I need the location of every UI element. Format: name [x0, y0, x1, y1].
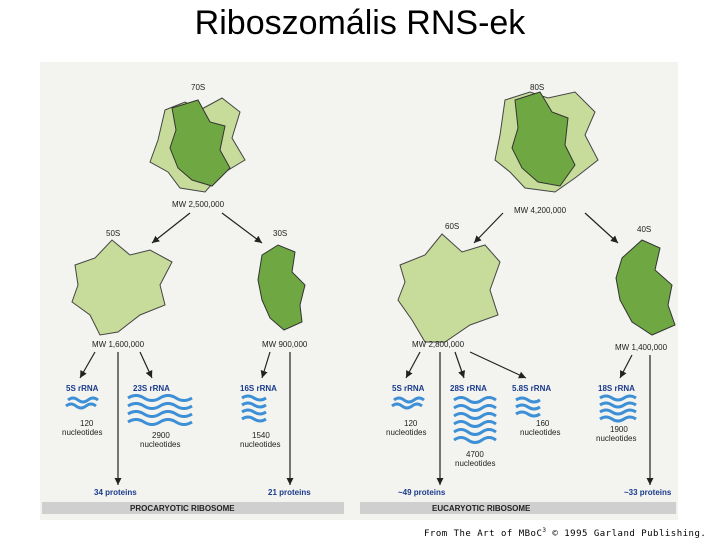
arrow-to-60s	[473, 212, 504, 244]
rrna-5s-euk-nt: 120	[404, 419, 418, 428]
ribosome-40s-shape	[615, 239, 676, 336]
rrna-23s-squiggle	[127, 394, 193, 426]
rrna-28s-nt-unit: nucleotides	[455, 459, 495, 468]
rrna-28s-nt: 4700	[466, 450, 484, 459]
arrow-to-50s	[151, 212, 191, 244]
arrow-to-30s	[221, 212, 263, 244]
credit-text: From The Art of MBoC	[424, 529, 543, 539]
rrna-18s-nt-unit: nucleotides	[596, 434, 636, 443]
ribosome-80s-shape	[494, 91, 599, 193]
prokaryote-section: 70S MW 2,500,000 50S MW 1,600,000 30S MW…	[42, 83, 344, 514]
pro-bar	[42, 502, 344, 514]
mw-30s: MW 900,000	[262, 340, 308, 349]
euk-bar-label: EUCARYOTIC RIBOSOME	[432, 504, 531, 513]
page-title: Riboszomális RNS-ek	[194, 4, 526, 42]
rrna-16s-squiggle	[241, 394, 267, 423]
label-70s: 70S	[191, 83, 205, 92]
rrna-28s-label: 28S rRNA	[450, 384, 487, 393]
rrna-5s-euk-label: 5S rRNA	[392, 384, 425, 393]
credit-text-2: © 1995 Garland Publishing.	[546, 529, 707, 539]
mw-40s: MW 1,400,000	[615, 343, 668, 352]
label-40s: 40S	[637, 225, 651, 234]
rrna-5s-pro-nt-unit: nucleotides	[62, 428, 102, 437]
rrna-28s-squiggle	[453, 396, 497, 444]
rrna-5s-pro-nt: 120	[80, 419, 94, 428]
rrna-5s-euk-nt-unit: nucleotides	[386, 428, 426, 437]
rrna-18s-nt: 1900	[610, 425, 628, 434]
rrna-5s-pro-label: 5S rRNA	[66, 384, 99, 393]
arrow-16s	[260, 351, 271, 379]
pro-large-proteins: 34 proteins	[94, 488, 137, 497]
arrow-to-40s	[584, 212, 619, 244]
euk-bar	[360, 502, 676, 514]
ribosome-30s-shape	[257, 244, 306, 331]
pro-small-proteins: 21 proteins	[268, 488, 311, 497]
rrna-18s-squiggle	[599, 394, 637, 423]
mw-70s: MW 2,500,000	[172, 200, 225, 209]
arrow-5s-euk	[405, 351, 421, 379]
mw-60s: MW 2,800,000	[412, 340, 465, 349]
rrna-5-8s-nt: 160	[536, 419, 550, 428]
rrna-23s-nt: 2900	[152, 431, 170, 440]
mw-80s: MW 4,200,000	[514, 206, 567, 215]
label-30s: 30S	[273, 229, 287, 238]
credit-sup: 3	[542, 527, 547, 534]
label-80s: 80S	[530, 83, 544, 92]
pro-bar-label: PROCARYOTIC RIBOSOME	[130, 504, 235, 513]
copyright-credit: From The Art of MBoC3 © 1995 Garland Pub…	[424, 527, 706, 539]
arrow-5-8s	[469, 351, 527, 379]
arrow-23s	[139, 351, 153, 379]
rrna-16s-nt-unit: nucleotides	[240, 440, 280, 449]
label-60s: 60S	[445, 222, 459, 231]
arrow-5s-pro	[79, 351, 96, 379]
rrna-5-8s-squiggle	[515, 396, 541, 418]
arrow-18s	[619, 354, 633, 379]
eukaryote-section: 80S MW 4,200,000 60S MW 2,800,000 40S MW…	[360, 83, 676, 514]
rrna-5s-euk-squiggle	[391, 396, 425, 410]
ribosome-60s-shape	[397, 233, 501, 343]
euk-small-proteins: ~33 proteins	[624, 488, 672, 497]
rrna-23s-label: 23S rRNA	[133, 384, 170, 393]
rrna-18s-label: 18S rRNA	[598, 384, 635, 393]
arrow-28s	[454, 351, 466, 379]
rrna-16s-nt: 1540	[252, 431, 270, 440]
euk-large-proteins: ~49 proteins	[398, 488, 446, 497]
ribosome-50s-shape	[71, 239, 173, 336]
rrna-5s-pro-squiggle	[65, 396, 99, 410]
mw-50s: MW 1,600,000	[92, 340, 145, 349]
rrna-5-8s-label: 5.8S rRNA	[512, 384, 551, 393]
rrna-16s-label: 16S rRNA	[240, 384, 277, 393]
label-50s: 50S	[106, 229, 120, 238]
rrna-23s-nt-unit: nucleotides	[140, 440, 180, 449]
rrna-5-8s-nt-unit: nucleotides	[520, 428, 560, 437]
ribosome-70s-shape	[149, 97, 246, 193]
